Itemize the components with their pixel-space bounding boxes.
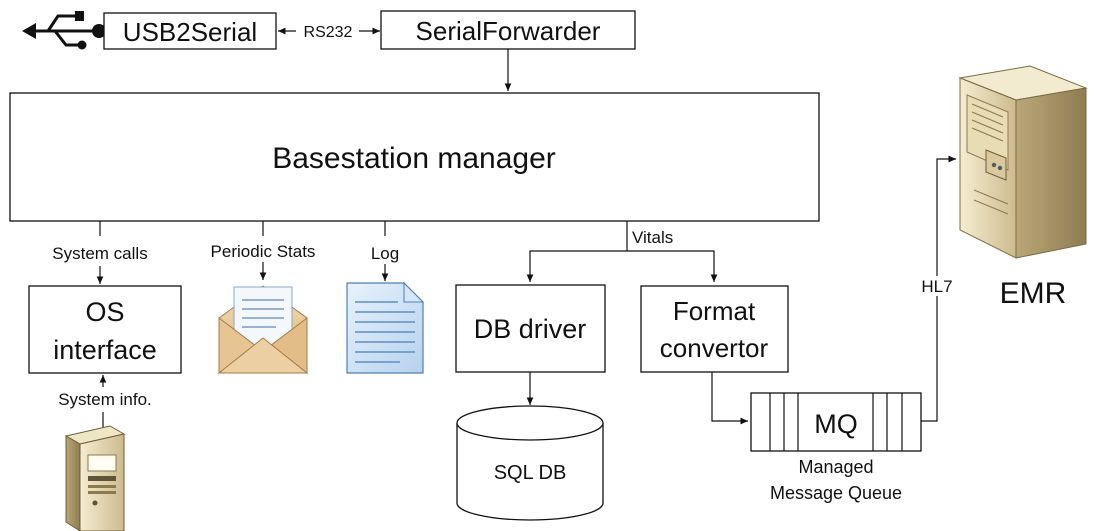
format-convertor-box: Format convertor [640, 285, 789, 373]
hl7-connector: HL7 [917, 155, 957, 422]
sql-db-label: SQL DB [494, 462, 567, 484]
document-icon [346, 281, 425, 374]
usb2serial-label: USB2Serial [123, 17, 257, 47]
message-queue: MQ [750, 392, 922, 452]
system-info-label: System info. [58, 390, 152, 409]
mq-caption-line2: Message Queue [770, 483, 902, 503]
vitals-connector: Vitals [526, 221, 718, 282]
server-tower-icon [64, 425, 126, 531]
database-icon: SQL DB [456, 405, 604, 521]
server-cabinet-icon [958, 65, 1088, 259]
usb-icon [22, 11, 106, 50]
os-interface-label-line2: interface [53, 335, 157, 365]
rs232-link: RS232 [278, 24, 380, 41]
periodic-stats-label: Periodic Stats [211, 242, 316, 261]
usb2serial-box: USB2Serial [103, 12, 277, 50]
os-interface-box: OS interface [28, 285, 182, 374]
db-driver-box: DB driver [455, 284, 606, 373]
mq-caption-line1: Managed [798, 457, 873, 477]
rs232-label: RS232 [304, 24, 353, 41]
db-driver-label: DB driver [474, 314, 587, 344]
convertor-to-mq-arrow [711, 372, 748, 425]
format-convertor-label-line1: Format [673, 296, 756, 326]
format-convertor-label-line2: convertor [660, 333, 769, 363]
log-label: Log [371, 244, 399, 263]
system-calls-label: System calls [52, 244, 147, 263]
serial-forwarder-box: SerialForwarder [380, 10, 636, 50]
basestation-manager-label: Basestation manager [272, 142, 556, 175]
basestation-manager-box: Basestation manager [9, 92, 820, 222]
hl7-label: HL7 [921, 277, 952, 296]
vitals-label: Vitals [632, 228, 673, 247]
mq-label: MQ [814, 409, 858, 439]
serial-forwarder-label: SerialForwarder [416, 16, 601, 46]
os-interface-label-line1: OS [85, 297, 124, 327]
envelope-icon [217, 285, 309, 374]
emr-label: EMR [1000, 277, 1067, 310]
